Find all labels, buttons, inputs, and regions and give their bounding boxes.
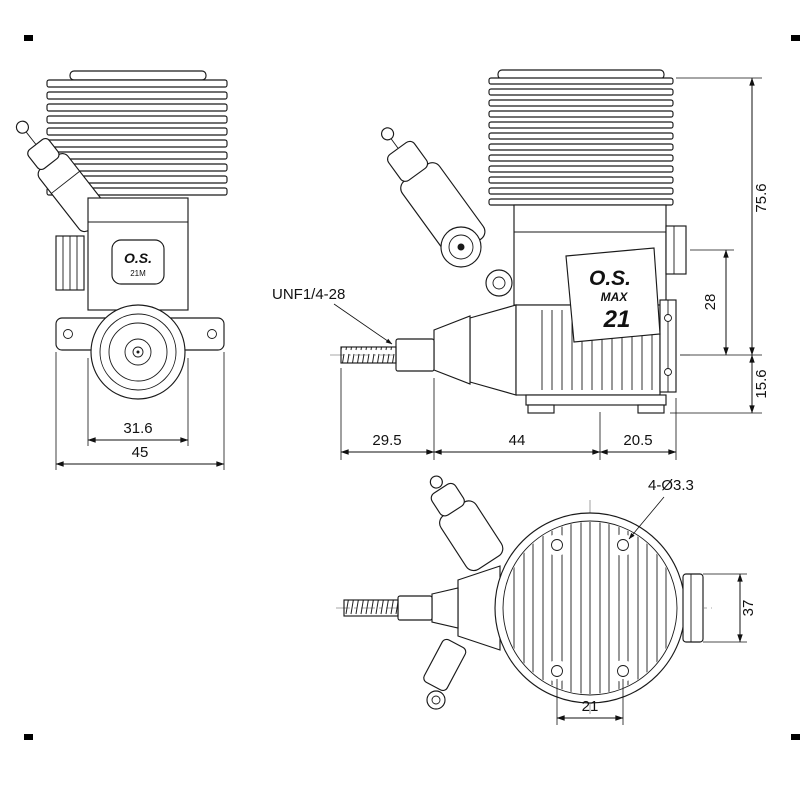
side-logo-size: 21 [603,306,631,333]
top-mounting-holes [546,534,634,682]
top-carburetor [429,475,504,572]
side-backplate [659,299,677,393]
dim-label-rear-length: 20.5 [623,432,652,449]
dim-label-shaft-length: 29.5 [372,432,401,449]
shaft-collar [395,338,435,372]
hole-callout: 4-Ø3.3 [628,477,694,540]
thread-callout-label: UNF1/4-28 [272,286,345,303]
side-exhaust-flange [665,225,687,275]
front-head-cap [69,70,207,81]
dim-label-case-width: 31.6 [123,420,152,437]
top-exhaust-flange [682,573,704,643]
front-badge: O.S. 21M [111,239,165,285]
threaded-shaft [340,346,397,364]
front-dimensions: 31.6 45 [55,352,225,470]
dim-label-exhaust-flange: 37 [740,600,757,617]
mounting-hole [551,539,563,551]
front-badge-logo: O.S. [124,250,152,266]
top-throttle-parts [423,638,467,710]
top-front-housing [457,565,501,651]
front-view: O.S. 21M [15,70,228,400]
side-dimensions-horizontal: 29.5 44 20.5 [340,368,677,460]
hole-leader-line [628,496,665,540]
side-logo-plate: O.S. MAX 21 [565,247,661,343]
dim-label-crank-to-base: 15.6 [753,369,770,398]
dim-label-exhaust-to-crank: 28 [702,294,719,311]
side-dimensions-vertical: 28 75.6 15.6 [670,77,770,414]
dim-label-total-height: 75.6 [753,183,770,212]
registration-mark [24,734,33,740]
mounting-hole [551,665,563,677]
thread-leader-line [333,303,393,345]
side-head-fins [488,77,674,206]
front-lug-hole [63,329,73,339]
registration-mark [791,734,800,740]
side-logo-brand: O.S. [589,267,631,290]
top-drive-cone [431,587,459,629]
side-fuel-nipple [380,127,395,141]
side-crankshaft [340,315,471,385]
registration-marks [24,35,800,740]
dim-label-hole-spacing: 21 [582,698,599,715]
dim-label-case-length: 44 [509,432,526,449]
side-front-housing [469,304,517,396]
top-view [336,475,712,714]
side-logo-series: MAX [601,290,629,304]
front-drive-washer [90,304,186,400]
hole-callout-label: 4-Ø3.3 [648,477,694,494]
dim-label-overall-width: 45 [132,444,149,461]
registration-mark [24,35,33,41]
front-lug-hole [207,329,217,339]
registration-mark [791,35,800,41]
top-threaded-shaft [343,599,399,617]
mounting-hole [617,665,629,677]
front-fuel-nipple [15,120,30,134]
front-badge-model: 21M [130,269,146,278]
mounting-hole [617,539,629,551]
top-dimensions: 37 21 [556,573,757,725]
side-mounting-lugs [525,394,667,414]
top-crankshaft [343,565,501,651]
front-intake-boss [55,235,85,291]
drive-washer-cone [433,315,471,385]
thread-callout: UNF1/4-28 [272,286,393,345]
side-venturi [440,226,482,268]
side-view: O.S. MAX 21 [330,69,690,414]
top-shaft-collar [397,595,433,621]
